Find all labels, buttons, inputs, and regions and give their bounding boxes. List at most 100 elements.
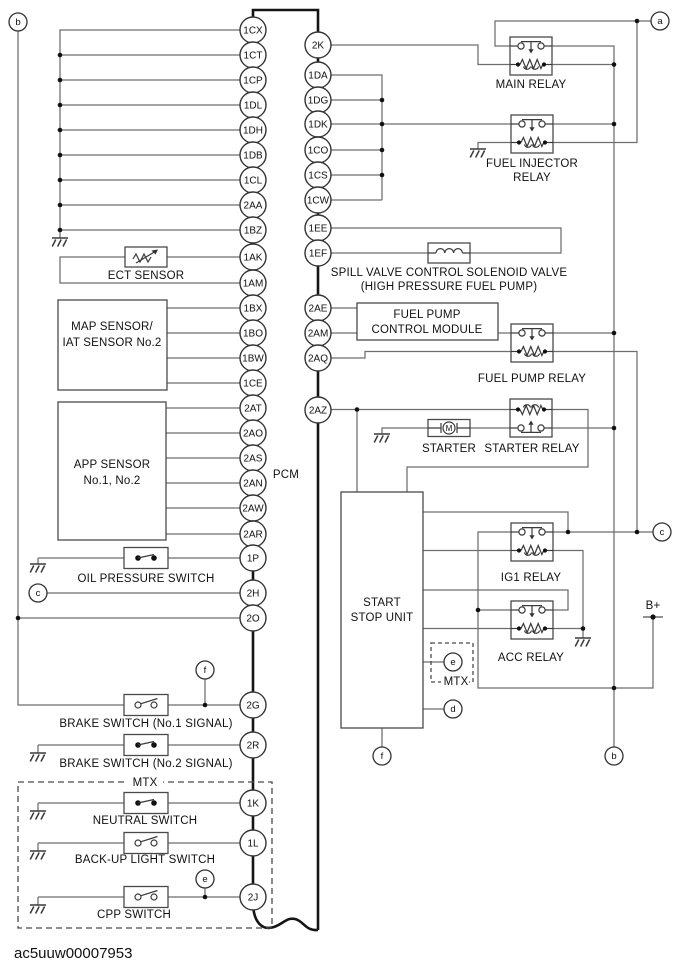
pin-2aq: 2AQ — [304, 344, 332, 372]
pin-2ao: 2AO — [239, 419, 267, 447]
injector-bus — [331, 74, 383, 201]
starter-label: STARTER — [422, 443, 476, 455]
pin-2aw: 2AW — [239, 494, 267, 522]
starter-relay-symbol — [509, 398, 553, 438]
svg-text:1P: 1P — [247, 554, 260, 565]
connector-e-lower: e — [195, 869, 215, 889]
ig1-relay-symbol — [510, 522, 554, 562]
svg-text:e: e — [450, 657, 455, 668]
connector-c-right: c — [652, 522, 672, 542]
app-sensor-label-1: APP SENSOR — [74, 459, 151, 471]
pin-1bw: 1BW — [239, 344, 267, 372]
fuel-pump-module-label-1: FUEL PUMP — [393, 309, 460, 321]
pin-2az-wire — [331, 408, 510, 492]
connector-f-lower: f — [372, 746, 392, 766]
connector-a: a — [650, 11, 670, 31]
svg-text:1DK: 1DK — [308, 120, 328, 131]
main-relay-symbol — [509, 36, 553, 76]
pin-1cw: 1CW — [304, 186, 332, 214]
pcm-label: PCM — [273, 469, 299, 481]
pin-2ae: 2AE — [304, 294, 332, 322]
svg-text:2AM: 2AM — [308, 329, 329, 340]
ground-bus-top-left — [59, 29, 240, 238]
svg-text:1CP: 1CP — [243, 76, 263, 87]
motor-m-icon: M — [446, 424, 453, 433]
fuel-injector-relay-label-2: RELAY — [513, 172, 551, 184]
labels: ECT SENSOR MAP SENSOR/ IAT SENSOR No.2 A… — [14, 79, 660, 962]
power-rail-a — [552, 45, 615, 747]
svg-text:2R: 2R — [247, 741, 260, 752]
ssu-ig1-contact-wire — [423, 511, 569, 532]
spill-valve-label-1: SPILL VALVE CONTROL SOLENOID VALVE — [331, 267, 568, 279]
map-sensor-label-1: MAP SENSOR/ — [71, 321, 153, 333]
fuel-injector-relay-symbol — [510, 114, 554, 154]
fuel-pump-relay-coil-rail — [553, 350, 638, 532]
main-relay-label: MAIN RELAY — [496, 79, 567, 91]
starter-motor-wires — [381, 427, 510, 434]
svg-text:1CO: 1CO — [308, 146, 329, 157]
svg-text:1BO: 1BO — [243, 329, 263, 340]
svg-text:1AK: 1AK — [244, 253, 263, 264]
neutral-switch-label: NEUTRAL SWITCH — [93, 815, 198, 827]
brake-switch-1-label: BRAKE SWITCH (No.1 SIGNAL) — [59, 718, 232, 730]
svg-text:1BZ: 1BZ — [244, 226, 262, 237]
pin-1p: 1P — [239, 544, 267, 572]
svg-text:1CT: 1CT — [244, 51, 263, 62]
pin-1l: 1L — [239, 829, 267, 857]
pin-1ct: 1CT — [239, 41, 267, 69]
pin-1dg: 1DG — [304, 86, 332, 114]
acc-relay-symbol — [510, 600, 554, 640]
starter-relay-coil-loop — [406, 408, 589, 492]
svg-text:1CW: 1CW — [307, 196, 330, 207]
svg-text:1EF: 1EF — [309, 249, 327, 260]
svg-text:2J: 2J — [248, 893, 259, 904]
start-stop-unit-box — [340, 491, 424, 729]
pin-1bx: 1BX — [239, 294, 267, 322]
svg-text:2AW: 2AW — [242, 504, 264, 515]
svg-text:2O: 2O — [246, 614, 260, 625]
svg-text:2AQ: 2AQ — [308, 354, 328, 365]
pin-1dk: 1DK — [304, 110, 332, 138]
pcm-left-pins: 1CX 1CT 1CP 1DL 1DH 1DB 1CL 2AA 1BZ 1AK … — [239, 16, 267, 911]
pin-2o: 2O — [239, 604, 267, 632]
pin-1ak: 1AK — [239, 243, 267, 271]
svg-text:1CS: 1CS — [308, 171, 328, 182]
pin-2at: 2AT — [239, 394, 267, 422]
brake-switch-1-box — [123, 693, 169, 717]
svg-text:d: d — [450, 704, 455, 715]
pin-2h: 2H — [239, 579, 267, 607]
svg-text:b: b — [611, 751, 616, 762]
pin-1am: 1AM — [239, 269, 267, 297]
connector-b-top: b — [8, 12, 28, 32]
pin-1dl: 1DL — [239, 91, 267, 119]
svg-text:1EE: 1EE — [309, 224, 328, 235]
connector-letters: b a c f e c e d f b — [8, 11, 672, 889]
mtx-small-label: MTX — [444, 676, 469, 688]
relay-ground-rail — [553, 549, 584, 629]
connector-b-lower: b — [604, 746, 624, 766]
brake-switch-2-box — [123, 733, 169, 757]
fuel-injector-relay-ground-wire — [477, 141, 511, 149]
map-sensor-box — [57, 299, 168, 391]
svg-text:1BX: 1BX — [244, 304, 263, 315]
svg-text:1DH: 1DH — [243, 126, 263, 137]
mtx-small-label-bg — [441, 676, 469, 686]
spill-valve-solenoid-box — [427, 242, 471, 264]
pin-1ce: 1CE — [239, 369, 267, 397]
brake-switch-2-label: BRAKE SWITCH (No.2 SIGNAL) — [59, 758, 232, 770]
svg-text:c: c — [36, 588, 41, 599]
spill-valve-label-2: (HIGH PRESSURE FUEL PUMP) — [361, 281, 537, 293]
svg-text:1BW: 1BW — [242, 354, 264, 365]
spill-valve-loop — [331, 227, 562, 254]
backup-light-switch-label: BACK-UP LIGHT SWITCH — [75, 854, 215, 866]
start-stop-unit-label-2: STOP UNIT — [351, 612, 414, 624]
pin-2ar: 2AR — [239, 520, 267, 548]
app-sensor-wires — [166, 407, 240, 535]
svg-text:1DL: 1DL — [244, 101, 263, 112]
connector-d: d — [443, 699, 463, 719]
svg-text:2G: 2G — [246, 701, 260, 712]
fuel-injector-relay-to-a-wire — [553, 21, 638, 144]
main-relay-to-a-wire — [494, 20, 651, 47]
svg-text:2AE: 2AE — [309, 304, 328, 315]
